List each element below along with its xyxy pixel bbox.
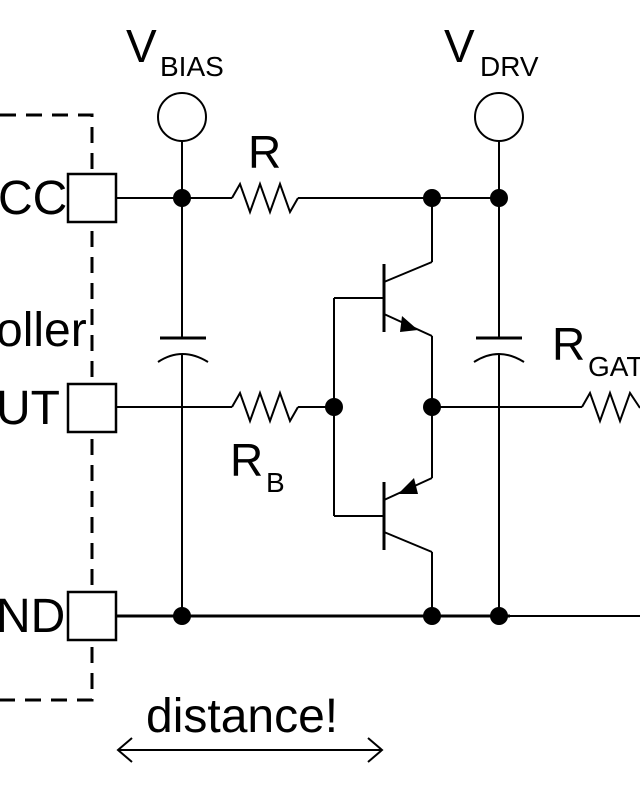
controller-label: oller	[0, 304, 87, 357]
resistor-rb	[231, 390, 299, 424]
junction-dot	[490, 607, 508, 625]
vdrv-terminal	[474, 92, 524, 142]
pin-vcc-label: CC	[0, 172, 67, 225]
resistor-r-label: R	[248, 126, 281, 178]
junction-dot	[490, 189, 508, 207]
resistor-rgate-label: R	[552, 318, 585, 370]
vbias-terminal	[157, 92, 207, 142]
npn-emitter-arrow	[400, 316, 418, 332]
junction-dot	[423, 607, 441, 625]
distance-arrow-left-icon	[116, 737, 133, 763]
junction-dot	[173, 189, 191, 207]
vdrv-label: V	[444, 20, 475, 72]
pin-out-label: UT	[0, 382, 60, 435]
resistor-rgate	[581, 390, 640, 424]
junction-dot	[423, 189, 441, 207]
resistor-r	[231, 181, 299, 215]
resistor-rgate-subscript: GAT	[588, 351, 640, 382]
vbias-label: V	[126, 20, 157, 72]
junction-dot	[423, 398, 441, 416]
pnp-collector-lead	[383, 531, 433, 553]
distance-label: distance!	[146, 690, 338, 743]
pnp-emitter-arrow	[398, 478, 418, 494]
pin-out-box	[66, 382, 118, 434]
resistor-rb-label: R	[230, 434, 263, 486]
vdrv-subscript: DRV	[480, 51, 539, 82]
resistor-rb-subscript: B	[266, 467, 285, 498]
junction-dot	[325, 398, 343, 416]
pin-gnd-label: ND	[0, 590, 65, 643]
pin-vcc-box	[66, 172, 118, 224]
pin-gnd-box	[66, 590, 118, 642]
npn-collector-lead	[383, 261, 433, 283]
junction-dot	[173, 607, 191, 625]
distance-arrow-right-icon	[367, 737, 384, 763]
vbias-subscript: BIAS	[160, 51, 224, 82]
